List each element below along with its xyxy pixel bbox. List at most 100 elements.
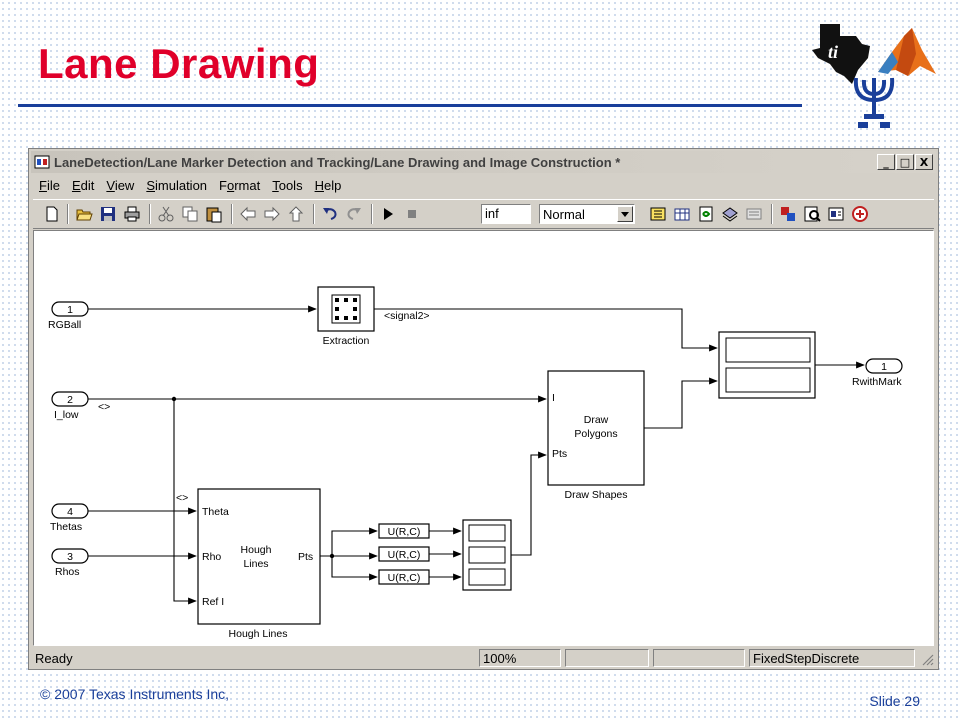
signal-dims-label: <> xyxy=(98,401,110,413)
inport-label: Rhos xyxy=(55,566,80,578)
stop-icon[interactable] xyxy=(403,205,421,223)
simulink-window: LaneDetection/Lane Marker Detection and … xyxy=(28,148,939,670)
solver-name: FixedStepDiscrete xyxy=(749,649,915,667)
update-icon[interactable] xyxy=(697,205,715,223)
title-underline xyxy=(18,104,802,107)
draw-shapes-inner-1: Draw xyxy=(584,414,609,426)
selector-block-1[interactable]: U(R,C) xyxy=(378,523,430,539)
outport-label: RwithMark xyxy=(852,376,902,388)
slide-number: Slide 29 xyxy=(869,693,920,709)
menu-edit[interactable]: Edit xyxy=(71,177,95,193)
paste-icon[interactable] xyxy=(205,205,223,223)
menu-bar: File Edit View Simulation Format Tools Help xyxy=(33,175,347,195)
inport-number: 1 xyxy=(67,304,73,316)
footer-copyright: © 2007 Texas Instruments Inc, xyxy=(40,686,230,702)
svg-text:ti: ti xyxy=(828,42,838,62)
draw-shapes-block[interactable]: I Pts Draw Polygons Draw Shapes xyxy=(547,370,645,501)
menu-view[interactable]: View xyxy=(106,177,135,193)
maximize-button[interactable]: □ xyxy=(896,154,914,170)
play-icon[interactable] xyxy=(379,205,397,223)
model-canvas[interactable]: 1 RGBall 2 I_low 4 Thetas 3 Rhos xyxy=(33,230,934,646)
signal-dims-label: <> xyxy=(176,492,188,504)
port-label-pts-out: Pts xyxy=(298,551,313,563)
selector-label: U(R,C) xyxy=(388,549,421,561)
port-label-rho: Rho xyxy=(202,551,221,563)
texas-state-logo: ti xyxy=(812,24,870,84)
branch-point xyxy=(329,553,335,559)
selector-block-2[interactable]: U(R,C) xyxy=(378,546,430,562)
outport-number: 1 xyxy=(881,361,887,373)
minimize-button[interactable]: _ xyxy=(877,154,895,170)
selector-block-3[interactable]: U(R,C) xyxy=(378,569,430,585)
chevron-down-icon[interactable] xyxy=(617,206,633,222)
window-title: LaneDetection/Lane Marker Detection and … xyxy=(54,154,621,170)
inport-label: Thetas xyxy=(50,521,82,533)
simulation-mode-select[interactable]: Normal xyxy=(539,204,635,224)
properties-icon[interactable] xyxy=(827,205,845,223)
inport-i-low[interactable]: 2 I_low xyxy=(51,391,89,421)
port-label-theta: Theta xyxy=(202,506,229,518)
branch-point xyxy=(171,396,177,402)
hough-inner-2: Lines xyxy=(243,558,268,570)
outport-rwithmark[interactable]: 1 RwithMark xyxy=(852,358,903,388)
print-icon[interactable] xyxy=(123,205,141,223)
hough-inner-1: Hough xyxy=(241,544,272,556)
extraction-block[interactable]: Extraction xyxy=(317,286,375,347)
inport-rhos[interactable]: 3 Rhos xyxy=(51,548,89,578)
forward-icon[interactable] xyxy=(263,205,281,223)
back-icon[interactable] xyxy=(239,205,257,223)
port-label-pts: Pts xyxy=(552,448,567,460)
slide-title: Lane Drawing xyxy=(38,40,320,87)
resize-grip-icon[interactable] xyxy=(920,652,934,666)
copy-icon[interactable] xyxy=(181,205,199,223)
undo-icon[interactable] xyxy=(321,205,339,223)
stop-time-input[interactable]: inf xyxy=(481,204,531,224)
port-label-refi: Ref I xyxy=(202,596,224,608)
up-icon[interactable] xyxy=(287,205,305,223)
matlab-membrane-logo xyxy=(878,28,936,76)
library-icon[interactable] xyxy=(673,205,691,223)
build-icon[interactable] xyxy=(649,205,667,223)
hough-title: Hough Lines xyxy=(229,628,288,640)
extraction-label: Extraction xyxy=(323,335,370,347)
redo-icon[interactable] xyxy=(345,205,363,223)
concatenate-block-points[interactable] xyxy=(462,519,512,591)
selector-label: U(R,C) xyxy=(388,526,421,538)
menu-file[interactable]: File xyxy=(39,177,60,193)
menu-help[interactable]: Help xyxy=(314,177,342,193)
menu-tools[interactable]: Tools xyxy=(272,177,303,193)
browser-icon[interactable] xyxy=(779,205,797,223)
status-bar: Ready 100% FixedStepDiscrete xyxy=(31,649,936,668)
save-icon[interactable] xyxy=(99,205,117,223)
status-text: Ready xyxy=(35,651,73,666)
open-icon[interactable] xyxy=(75,205,93,223)
concatenate-block-output[interactable] xyxy=(718,331,816,399)
menu-format[interactable]: Format xyxy=(219,177,261,193)
cut-icon[interactable] xyxy=(157,205,175,223)
toolbar: inf Normal xyxy=(33,199,934,229)
status-cell-empty-2 xyxy=(653,649,745,667)
simulation-mode-value: Normal xyxy=(543,207,585,222)
model-explorer-icon[interactable] xyxy=(721,205,739,223)
simulink-app-icon xyxy=(34,155,50,169)
hough-lines-block[interactable]: Theta Rho Ref I Pts Hough Lines Hough Li… xyxy=(197,488,321,640)
port-label-i: I xyxy=(552,392,555,404)
logo-group: ti xyxy=(800,14,950,134)
zoom-level: 100% xyxy=(479,649,561,667)
selector-label: U(R,C) xyxy=(388,572,421,584)
window-titlebar[interactable]: LaneDetection/Lane Marker Detection and … xyxy=(31,151,936,173)
inport-number: 3 xyxy=(67,551,73,563)
profiler-icon[interactable] xyxy=(803,205,821,223)
advisor-icon[interactable] xyxy=(851,205,869,223)
inport-label: RGBall xyxy=(48,319,81,331)
debugger-icon[interactable] xyxy=(745,205,763,223)
menorah-emblem-logo xyxy=(853,77,895,128)
inport-thetas[interactable]: 4 Thetas xyxy=(50,503,89,533)
close-button[interactable]: X xyxy=(915,154,933,170)
new-icon[interactable] xyxy=(43,205,61,223)
menu-simulation[interactable]: Simulation xyxy=(146,177,208,193)
inport-label: I_low xyxy=(54,409,79,421)
status-cell-empty-1 xyxy=(565,649,649,667)
inport-rgball[interactable]: 1 RGBall xyxy=(48,301,89,331)
signal-lines xyxy=(88,305,865,605)
